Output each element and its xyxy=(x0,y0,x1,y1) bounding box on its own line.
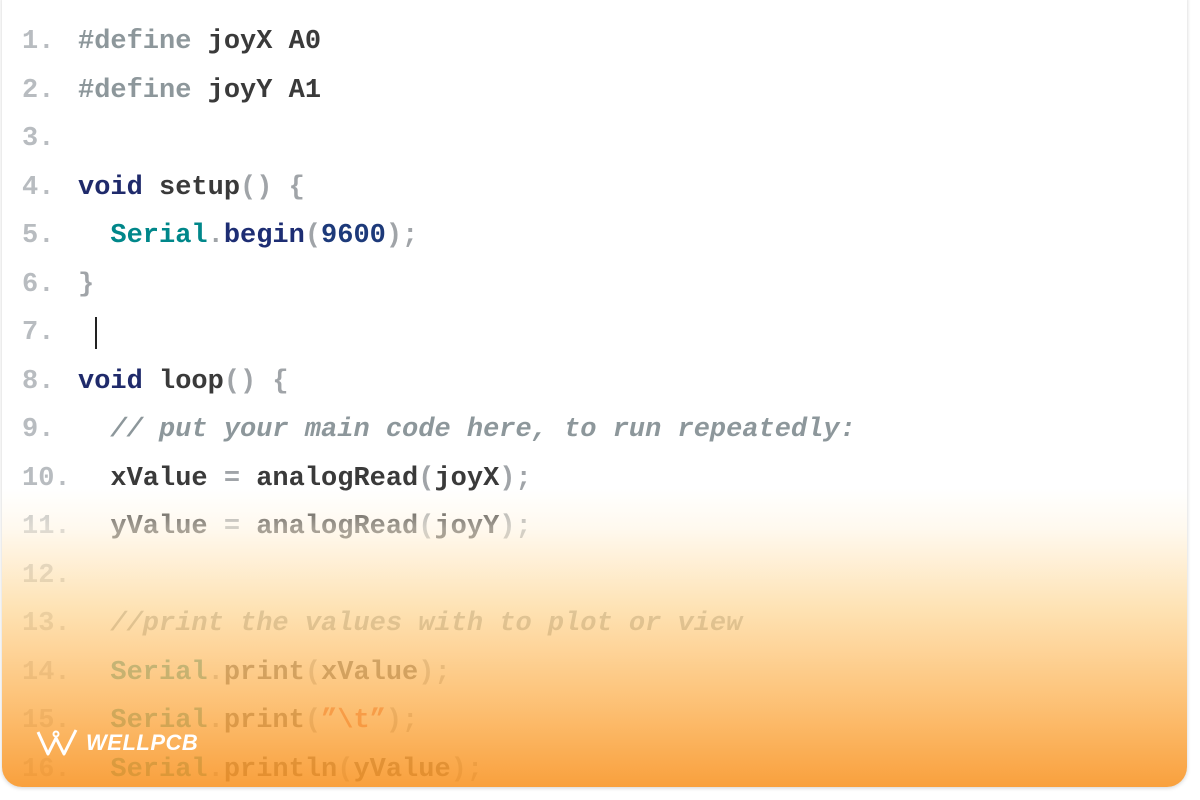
code-line: 7. xyxy=(22,309,856,358)
code-token-plain xyxy=(78,658,110,688)
code-token-punct: ); xyxy=(450,754,484,785)
code-token-class: Serial xyxy=(110,221,208,252)
code-token-punct: . xyxy=(207,221,224,252)
code-line: 13. //print the values with to plot or v… xyxy=(22,600,856,649)
code-token-plain xyxy=(78,755,110,785)
code-token-punct: ); xyxy=(418,657,451,688)
code-token-punct: ( xyxy=(418,512,435,543)
code-token-plain xyxy=(78,221,110,251)
line-number: 14. xyxy=(22,657,71,688)
code-token-punct: ); xyxy=(385,706,419,737)
line-number: 3. xyxy=(22,124,55,155)
code-token-punct: ( xyxy=(418,463,435,494)
code-token-comment: //print the values with to plot or view xyxy=(110,609,743,640)
code-token-punct: . xyxy=(207,657,224,688)
line-number: 8. xyxy=(22,366,55,397)
code-token-plain: joyY A1 xyxy=(207,75,322,106)
code-token-preproc: #define xyxy=(78,27,208,58)
line-number: 13. xyxy=(22,609,71,640)
code-token-plain: joyX xyxy=(434,463,500,494)
watermark-text: WELLPCB xyxy=(86,730,199,755)
code-token-plain: analogRead xyxy=(256,512,419,543)
code-line: 3. xyxy=(22,115,856,164)
watermark-logo: WELLPCB xyxy=(36,728,198,758)
line-number: 16. xyxy=(22,754,71,785)
code-token-plain: yValue xyxy=(353,754,451,785)
code-token-plain: joyY xyxy=(434,512,500,543)
code-token-punct: () { xyxy=(240,172,305,203)
code-token-punct: ); xyxy=(385,221,419,252)
code-line: 11. yValue = analogRead(joyY); xyxy=(22,503,856,552)
line-number: 9. xyxy=(22,415,55,446)
line-number: 7. xyxy=(22,318,55,349)
code-line: 9. // put your main code here, to run re… xyxy=(22,406,856,455)
code-token-punct: } xyxy=(78,269,95,300)
code-token-plain: println xyxy=(223,754,338,785)
code-token-keyword: void xyxy=(78,172,160,203)
code-line: 5. Serial.begin(9600); xyxy=(22,212,856,261)
line-number: 5. xyxy=(22,221,55,252)
code-line: 4. void setup() { xyxy=(22,164,856,213)
code-line: 1. #define joyX A0 xyxy=(22,18,856,67)
code-token-keyword: void xyxy=(78,366,160,397)
code-line: 6.} xyxy=(22,261,856,310)
text-cursor xyxy=(95,317,97,350)
line-number: 6. xyxy=(22,269,55,300)
code-card: 1. #define joyX A0 2. #define joyY A1 3. 4. vo… xyxy=(2,0,1187,787)
code-token-plain: setup xyxy=(159,172,241,203)
code-token-punct: ( xyxy=(304,706,322,737)
code-token-number: 9600 xyxy=(321,221,386,252)
line-number: 1. xyxy=(22,27,55,58)
code-token-punct: ( xyxy=(337,754,354,785)
line-number: 4. xyxy=(22,172,55,203)
code-token-preproc: #define xyxy=(78,75,208,106)
line-number: 2. xyxy=(22,75,55,106)
code-token-plain: print xyxy=(223,657,305,688)
code-token-plain: xValue xyxy=(321,657,419,688)
code-token-plain xyxy=(78,609,110,639)
code-token-method: begin xyxy=(223,221,305,252)
code-token-comment: // put your main code here, to run repea… xyxy=(110,415,856,446)
code-token-class: Serial xyxy=(110,754,208,785)
code-token-punct: = xyxy=(223,463,257,494)
code-token-plain xyxy=(78,415,110,445)
code-token-plain: yValue xyxy=(78,512,224,543)
wellpcb-w-logo-icon xyxy=(36,729,78,756)
code-token-punct: ); xyxy=(499,512,532,543)
code-token-punct: ); xyxy=(499,463,532,494)
code-token-string: ”\t” xyxy=(321,706,386,737)
code-token-punct: ( xyxy=(304,657,322,688)
code-token-punct: . xyxy=(207,754,224,785)
code-token-plain: joyX A0 xyxy=(207,27,322,58)
line-number: 11. xyxy=(22,512,71,543)
code-editor[interactable]: 1. #define joyX A0 2. #define joyY A1 3. 4. vo… xyxy=(22,18,856,787)
code-line: 10. xValue = analogRead(joyX); xyxy=(22,455,856,504)
code-line: 14. Serial.print(xValue); xyxy=(22,649,856,698)
code-token-plain: xValue xyxy=(78,463,224,494)
line-number: 12. xyxy=(22,560,71,591)
code-line: 12. xyxy=(22,552,856,601)
code-token-plain: print xyxy=(223,706,305,737)
code-token-plain: analogRead xyxy=(256,463,419,494)
code-line: 2. #define joyY A1 xyxy=(22,67,856,116)
code-token-punct: = xyxy=(223,512,257,543)
code-token-punct: ( xyxy=(304,221,322,252)
code-token-plain: loop xyxy=(159,366,224,397)
code-token-punct: () { xyxy=(223,366,289,397)
line-number: 10. xyxy=(22,463,71,494)
code-token-class: Serial xyxy=(110,657,208,688)
code-line: 8. void loop() { xyxy=(22,358,856,407)
code-token-punct: . xyxy=(207,706,224,737)
